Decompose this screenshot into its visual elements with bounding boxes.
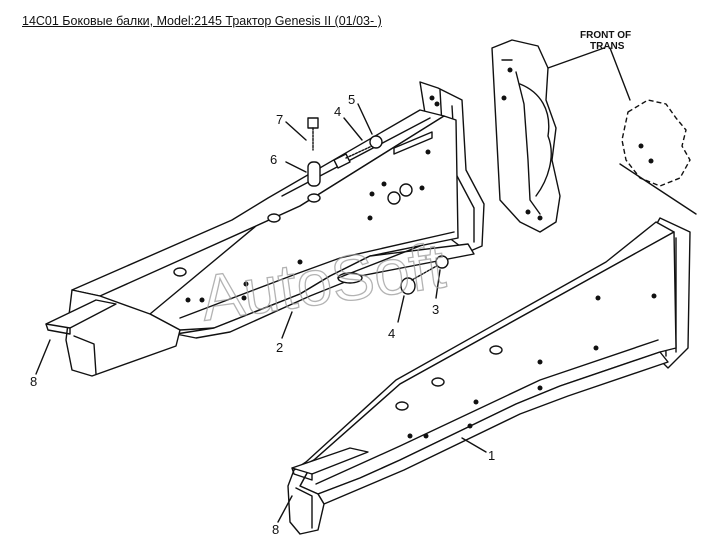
page-title: 14C01 Боковые балки, Model:2145 Трактор … (22, 14, 382, 28)
side-rail-left (45, 81, 485, 377)
front-of-trans-label-line2: TRANS (590, 41, 625, 52)
callout-8-left: 8 (30, 374, 37, 389)
leader-lines (35, 47, 631, 523)
fasteners (307, 117, 449, 295)
callout-7: 7 (276, 112, 283, 127)
callout-5: 5 (348, 92, 355, 107)
callout-3: 3 (432, 302, 439, 317)
mounting-plate (491, 39, 561, 233)
callout-2: 2 (276, 340, 283, 355)
front-of-trans-label-line1: FRONT OF (580, 30, 631, 41)
side-rail-right (287, 217, 691, 535)
callout-8-right: 8 (272, 522, 279, 537)
callout-1: 1 (488, 448, 495, 463)
callout-4-upper: 4 (334, 104, 341, 119)
callout-6: 6 (270, 152, 277, 167)
callout-4-lower: 4 (388, 326, 395, 341)
transmission-front-outline (619, 99, 697, 215)
